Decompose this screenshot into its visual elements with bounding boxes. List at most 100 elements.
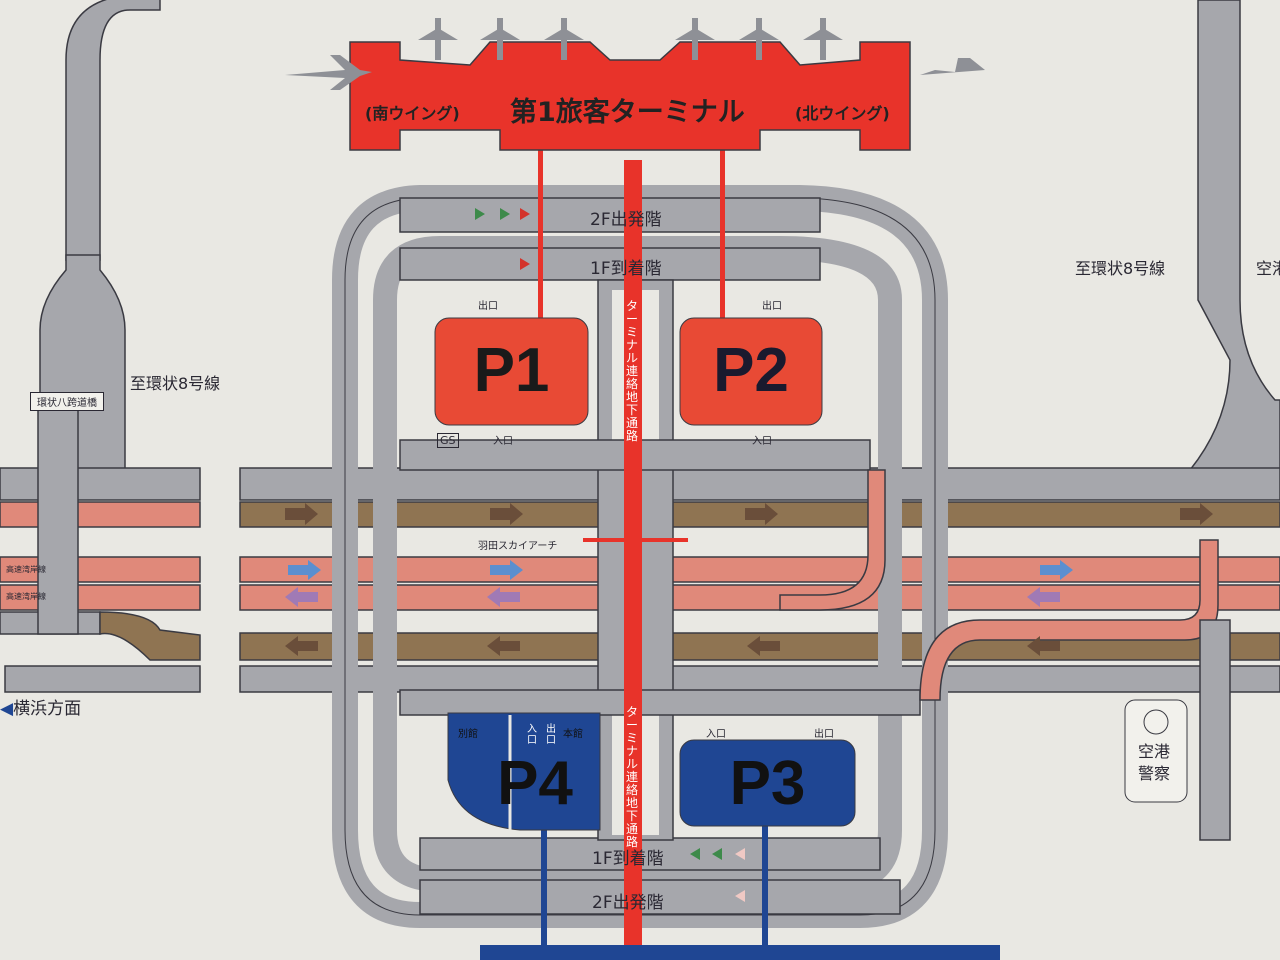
airport-label-cut: 空港 [1256,259,1280,278]
arrow-left-icon [487,587,520,607]
bridge-label: 環状八跨道橋 [30,392,104,411]
p3-label: P3 [729,749,806,818]
gas-station-label: GS [437,433,459,448]
p4-entrance-label: 入口 [527,724,537,746]
p1-label: P1 [473,336,550,405]
ring8-label-left: 至環状8号線 [130,374,221,393]
arrow-right-icon [285,503,318,525]
arrow-red-icon [520,208,530,270]
arrow-left-icon [1027,587,1060,607]
arrow-right-icon [288,560,321,580]
p4-label: P4 [497,749,573,818]
terminal-building [349,41,911,151]
arrow-right-icon [745,503,778,525]
main-gray-road-bottom [239,665,1280,693]
arrow-left-icon [487,636,520,656]
tunnel-label-south: ターミナル連絡地下通路 [626,705,639,849]
yokohama-label: 横浜方面 [13,699,82,719]
sky-arch-label: 羽田スカイアーチ [478,541,558,552]
arrow-left-icon [285,587,318,607]
airplane-icon [480,18,520,60]
p2-entrance-label: 入口 [752,436,772,447]
airplane-icon [803,18,843,60]
departure-road-south [419,879,901,915]
arrow-green-icon [475,208,510,220]
bayshore-road-2 [239,584,1280,611]
arrow-green-icon [690,848,722,860]
airplane-icon [675,18,715,60]
ring8-label-right: 至環状8号線 [1075,259,1166,278]
left-salmon-road [0,501,201,528]
south-wing-label: (南ウイング) [365,104,460,123]
bayshore-road-left-1 [0,556,201,583]
p3p4-frontage-road [399,689,921,716]
tunnel-line [624,160,642,960]
arrival-floor-label-north: 1F到着階 [590,259,662,279]
airplane-icon [920,58,985,75]
arrival-road-north [399,247,821,281]
left-gray-road [0,467,201,501]
lower-building-bar [480,945,1000,960]
bayshore-road-1 [239,556,1280,583]
p4-parking-box[interactable] [447,712,601,831]
salmon-ramp-right [919,539,1219,701]
north-wing-label: (北ウイング) [795,104,890,123]
salmon-ramp-center [779,469,886,611]
p4-annex-label: 別館 [458,729,478,740]
police-box [1124,699,1188,803]
p1-entrance-label: 入口 [493,436,513,447]
departure-road-north [399,197,821,233]
p2-label: P2 [713,336,789,405]
arrow-left-icon [1027,636,1060,656]
p2-connector-line [720,140,725,320]
terminal-title: 第1旅客ターミナル [510,97,745,128]
p2-parking-box[interactable] [679,317,823,426]
airplane-icon [739,18,779,60]
airplane-icons [285,18,985,90]
p3-parking-box[interactable] [679,739,856,827]
right-vertical-road-lower [1199,619,1231,841]
p4-exit-label: 出口 [546,724,556,746]
right-vertical-road [1188,0,1280,471]
p3-exit-label: 出口 [814,729,834,740]
p3-connector-line [762,820,768,960]
arrow-left-icon [747,636,780,656]
arrow-right-icon [1040,560,1073,580]
bayshore-label-2: 高速湾岸線 [6,592,46,601]
arrow-right-icon [490,503,523,525]
outer-loop-edge [344,197,936,916]
p1-connector-line [538,140,543,320]
tunnel-label-north: ターミナル連絡地下通路 [626,299,639,443]
p1-exit-label: 出口 [478,301,498,312]
airplane-icon [285,55,372,90]
bayshore-road-left-2 [0,584,201,611]
arrow-left-icon: ◀ [0,699,14,719]
p4-connector-line [541,820,547,960]
direction-arrows [285,208,1213,902]
left-gray-road-3 [4,665,201,693]
yokohama-direction: ◀横浜方面 [0,694,81,719]
main-gray-road-top [239,467,1280,501]
left-brown-road [99,611,201,661]
p3-entrance-label: 入口 [706,729,726,740]
departure-floor-label-south: 2F出発階 [592,893,664,913]
left-vertical-road [37,399,79,635]
arrow-pink-icon [735,848,745,902]
arrival-floor-label-south: 1F到着階 [592,849,664,869]
police-label-2: 警察 [1138,764,1171,783]
arrow-left-icon [285,636,318,656]
sky-arch-marker [583,538,688,542]
police-icon [1143,709,1169,735]
departure-floor-label-north: 2F出発階 [590,210,662,230]
p1-parking-box[interactable] [434,317,589,426]
p2-exit-label: 出口 [762,301,782,312]
police-label-1: 空港 [1138,742,1171,761]
arrow-right-icon [1180,503,1213,525]
arrival-road-south [419,837,881,871]
airplane-icon [544,18,584,60]
p4-main-label: 本館 [563,729,583,740]
airplane-icon [418,18,458,60]
left-flyover-road [65,0,161,261]
bayshore-label-1: 高速湾岸線 [6,565,46,574]
